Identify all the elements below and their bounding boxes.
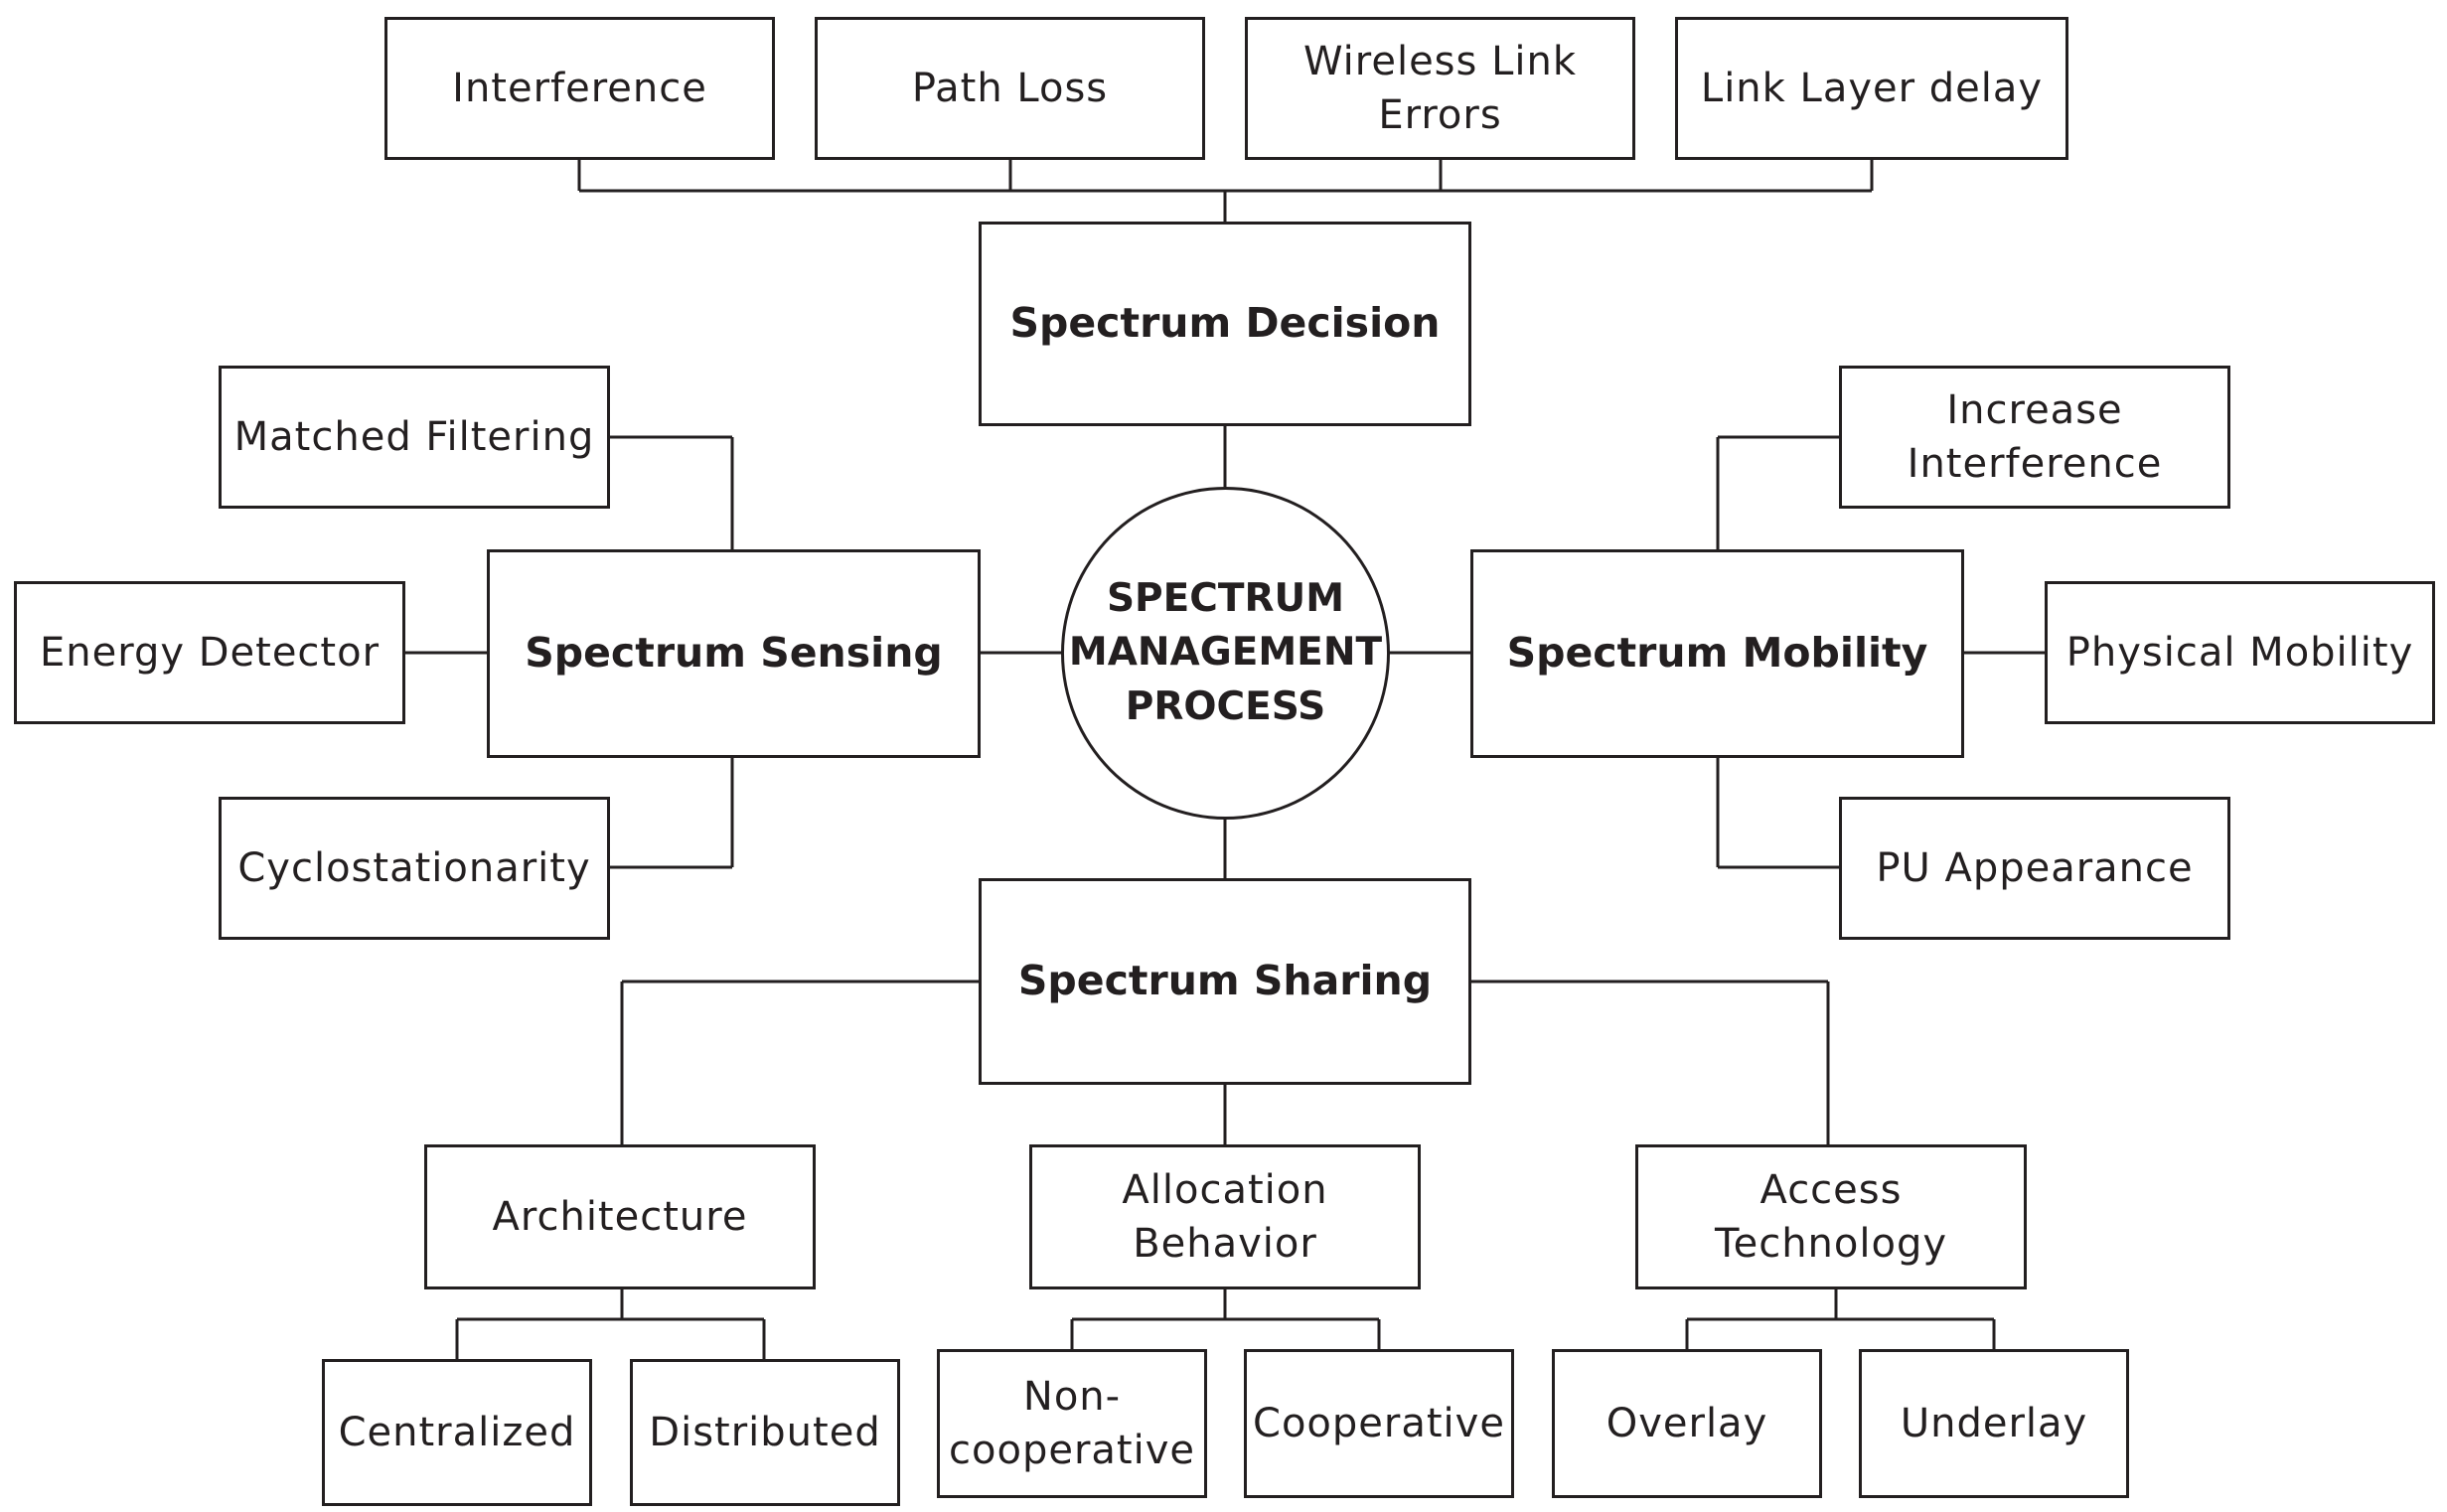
decision-factor-wireless-link-errors: Wireless Link Errors bbox=[1245, 17, 1635, 160]
decision-factor-path-loss: Path Loss bbox=[815, 17, 1205, 160]
mobility-cause-increase-interference: Increase Interference bbox=[1839, 366, 2230, 509]
allocation-cooperative-box: Cooperative bbox=[1244, 1349, 1514, 1498]
access-underlay-box: Underlay bbox=[1859, 1349, 2129, 1498]
access-overlay-box: Overlay bbox=[1552, 1349, 1822, 1498]
spectrum-decision-box: Spectrum Decision bbox=[979, 222, 1471, 426]
mobility-cause-physical-mobility: Physical Mobility bbox=[2045, 581, 2435, 724]
architecture-distributed-box: Distributed bbox=[630, 1359, 900, 1506]
spectrum-mobility-box: Spectrum Mobility bbox=[1470, 549, 1964, 758]
spectrum-management-process-circle: SPECTRUM MANAGEMENT PROCESS bbox=[1061, 487, 1390, 820]
sharing-allocation-behavior-box: Allocation Behavior bbox=[1029, 1144, 1421, 1289]
decision-factor-link-layer-delay: Link Layer delay bbox=[1675, 17, 2068, 160]
sensing-method-energy-detector: Energy Detector bbox=[14, 581, 405, 724]
mobility-cause-pu-appearance: PU Appearance bbox=[1839, 797, 2230, 940]
spectrum-sharing-box: Spectrum Sharing bbox=[979, 878, 1471, 1085]
decision-factor-interference: Interference bbox=[384, 17, 775, 160]
sensing-method-cyclostationarity: Cyclostationarity bbox=[219, 797, 610, 940]
spectrum-sensing-box: Spectrum Sensing bbox=[487, 549, 981, 758]
allocation-non-cooperative-box: Non- cooperative bbox=[937, 1349, 1207, 1498]
sensing-method-matched-filtering: Matched Filtering bbox=[219, 366, 610, 509]
sharing-architecture-box: Architecture bbox=[424, 1144, 816, 1289]
sharing-access-technology-box: Access Technology bbox=[1635, 1144, 2027, 1289]
architecture-centralized-box: Centralized bbox=[322, 1359, 592, 1506]
